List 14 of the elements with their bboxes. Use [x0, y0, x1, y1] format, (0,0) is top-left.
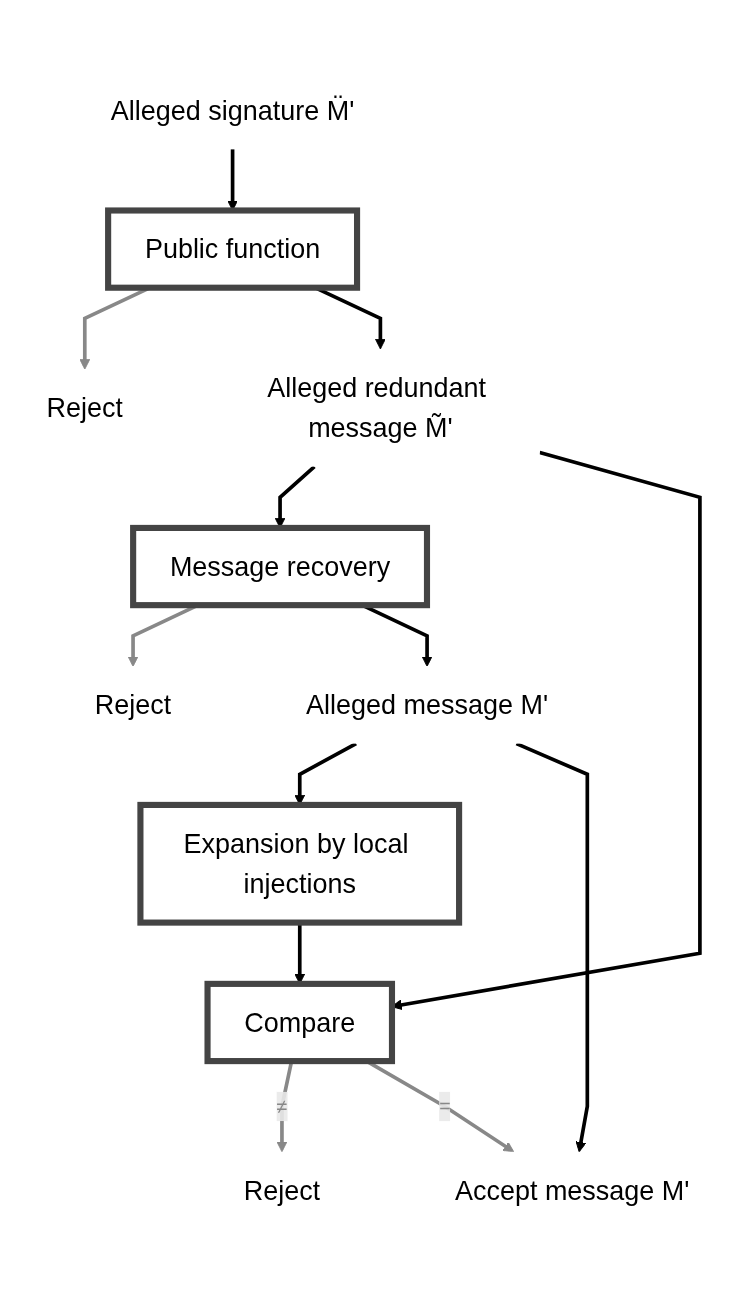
node-text: Reject [94, 689, 172, 721]
node-box: Message recovery [130, 524, 431, 609]
node-box: Compare [204, 980, 396, 1065]
node-box: Expansion by local injections [137, 801, 463, 926]
node-text: Alleged signature M̈' [110, 95, 355, 126]
edge-label: ≠ [276, 1095, 288, 1117]
node-box: Public function [105, 207, 361, 291]
arrow [515, 741, 590, 1153]
node-text: Accept message M' [454, 1175, 690, 1206]
node-text: Alleged message M' [306, 689, 549, 721]
node-text: Reject [46, 392, 124, 424]
node-text: Reject [243, 1175, 321, 1206]
edge-label: = [439, 1095, 451, 1117]
node-text: Alleged redundant message M̃' [267, 372, 487, 444]
